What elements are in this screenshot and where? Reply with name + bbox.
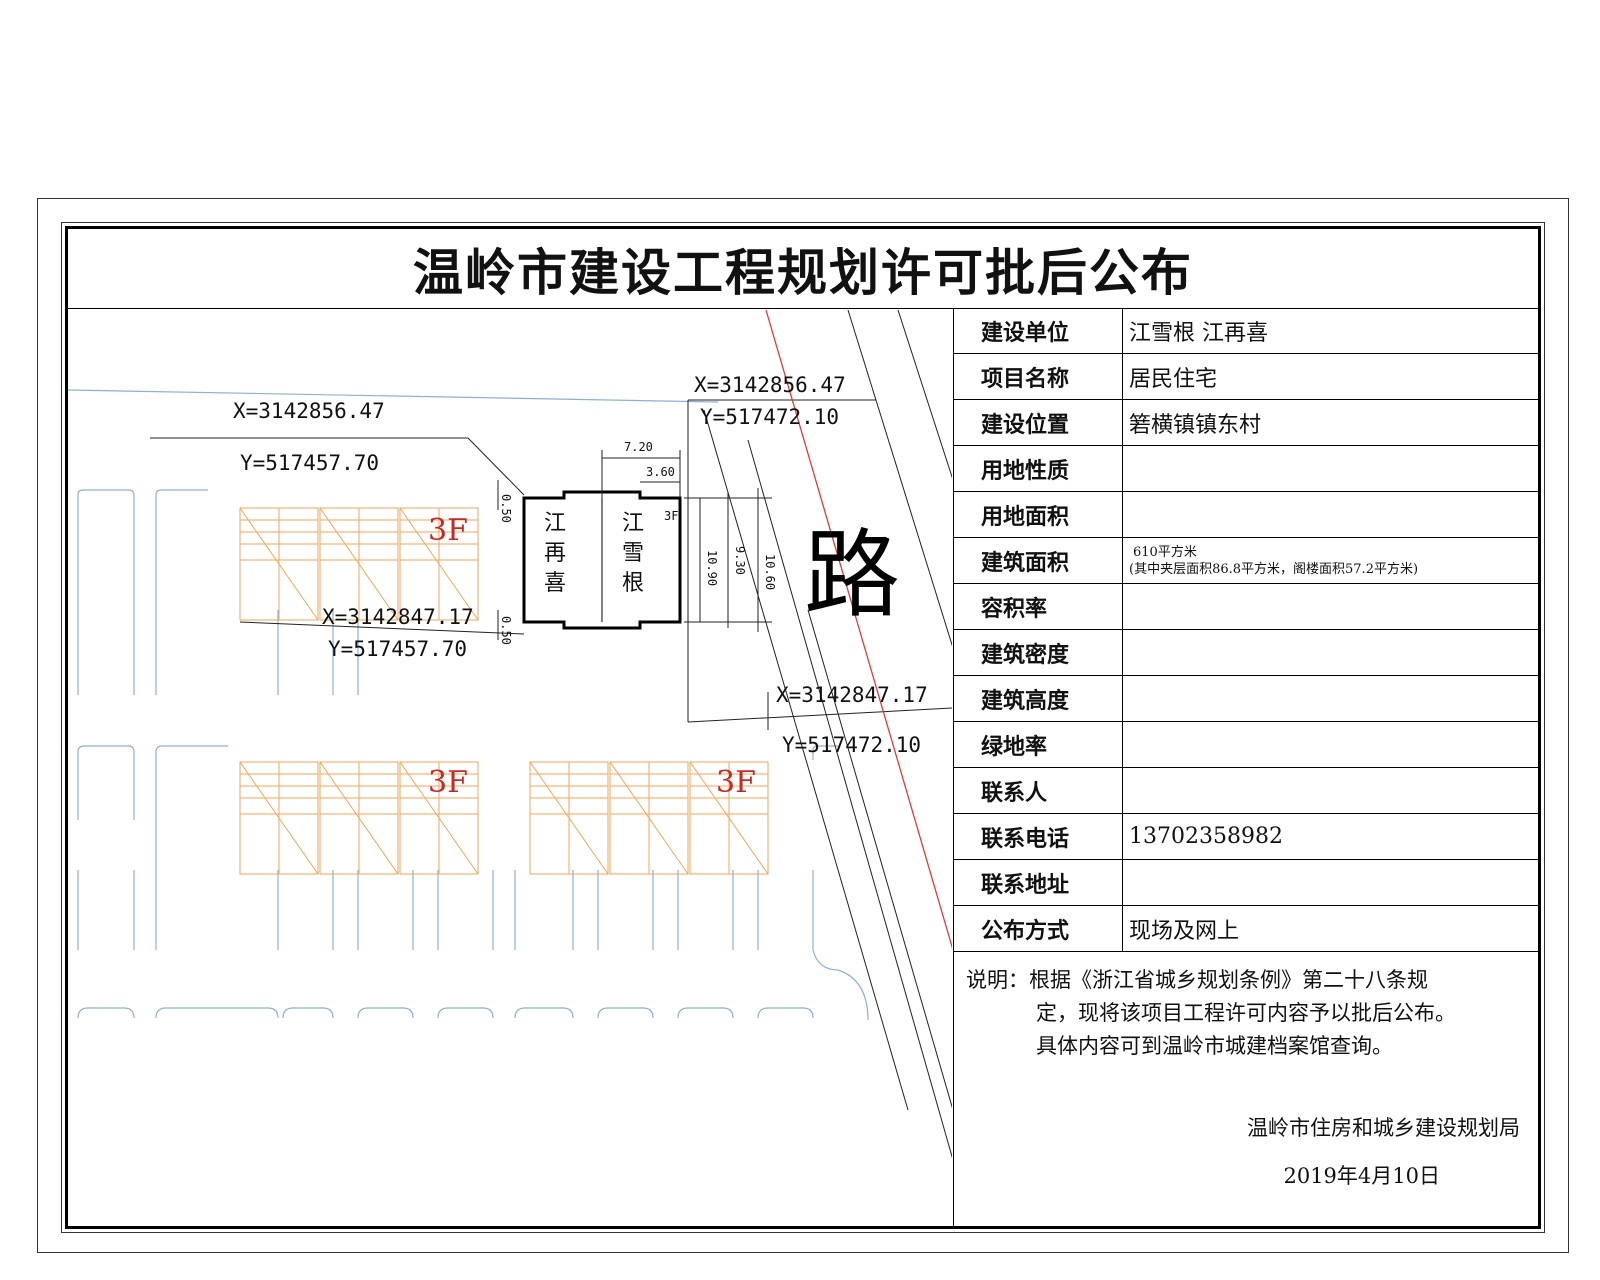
site-plan: 3F 3F 3F 7.20 3.60 3F 10.	[68, 310, 952, 1159]
issue-date: 2019年4月10日	[1283, 1164, 1440, 1188]
row-value	[1129, 446, 1534, 491]
middle-frame	[61, 222, 1545, 1233]
dimension-lines	[497, 450, 772, 640]
row-value	[1129, 676, 1534, 721]
owner-left-char-2: 再	[544, 541, 566, 566]
coord-ne-y: Y=517472.10	[700, 405, 839, 429]
row-value: 江雪根 江再喜	[1129, 320, 1268, 346]
owner-left-char-1: 江	[544, 511, 566, 536]
outer-frame	[37, 198, 1569, 1253]
explanation-note: 说明：根据《浙江省城乡规划条例》第二十八条规 定，现将该项目工程许可内容予以批后…	[966, 964, 1526, 1063]
row-value	[1129, 768, 1534, 813]
property-boundary	[150, 310, 952, 1159]
house-cluster-row1	[239, 507, 479, 621]
row-value	[1129, 492, 1534, 537]
building-area-main: 610平方米	[1133, 544, 1197, 560]
dim-gap-top: 0.50	[499, 494, 513, 523]
table-row: 建设单位 江雪根 江再喜	[953, 308, 1538, 354]
dim-width-part: 3.60	[646, 465, 675, 479]
owner-right-char-3: 根	[622, 571, 644, 596]
lot-outlines	[68, 389, 869, 1021]
dim-width-total: 7.20	[624, 440, 653, 454]
table-row: 绿地率	[953, 722, 1538, 768]
row-value: 居民住宅	[1129, 366, 1218, 392]
red-control-line	[765, 310, 952, 949]
coord-se-y: Y=517472.10	[782, 733, 921, 757]
row-label: 建筑面积	[953, 538, 1123, 583]
row-label: 容积率	[953, 584, 1123, 629]
table-row: 建筑密度	[953, 630, 1538, 676]
table-row: 建设位置 箬横镇镇东村	[953, 400, 1538, 446]
coord-nw-x: X=3142856.47	[233, 399, 385, 423]
row-label: 建筑密度	[953, 630, 1123, 675]
row-value: 13702358982	[1129, 824, 1283, 849]
row-label: 公布方式	[953, 906, 1123, 951]
row-value	[1129, 722, 1534, 767]
row-label: 联系电话	[953, 814, 1123, 859]
coord-sw-x: X=3142847.17	[322, 605, 474, 629]
building-footprint	[522, 490, 682, 630]
row-label: 用地面积	[953, 492, 1123, 537]
note-line-2: 定，现将该项目工程许可内容予以批后公布。	[1036, 1001, 1456, 1025]
table-row: 用地性质	[953, 446, 1538, 492]
row-value: 现场及网上	[1129, 918, 1240, 944]
row-label: 联系地址	[953, 860, 1123, 905]
row-label: 项目名称	[953, 354, 1123, 399]
note-line-3: 具体内容可到温岭市城建档案馆查询。	[1036, 1034, 1393, 1058]
row-value: 610平方米 (其中夹层面积86.8平方米，阁楼面积57.2平方米)	[1129, 538, 1534, 583]
dim-floors-small: 3F	[664, 509, 678, 523]
coord-se-x: X=3142847.17	[776, 683, 928, 707]
table-row: 用地面积	[953, 492, 1538, 538]
title-divider	[68, 308, 1538, 309]
page-title: 温岭市建设工程规划许可批后公布	[413, 244, 1193, 302]
table-row: 建筑面积 610平方米 (其中夹层面积86.8平方米，阁楼面积57.2平方米)	[953, 538, 1538, 584]
row-label: 绿地率	[953, 722, 1123, 767]
row-value	[1129, 630, 1534, 675]
table-row: 项目名称 居民住宅	[953, 354, 1538, 400]
dim-depth-1: 10.90	[705, 550, 719, 586]
road-label: 路	[804, 519, 900, 631]
dim-depth-2: 9.30	[733, 546, 747, 575]
coord-nw-y: Y=517457.70	[240, 451, 379, 475]
row-value	[1129, 584, 1534, 629]
floor-label-row1: 3F	[428, 513, 468, 548]
owner-left-char-3: 喜	[544, 571, 566, 596]
dim-depth-3: 10.60	[763, 554, 777, 590]
row-label: 联系人	[953, 768, 1123, 813]
row-value: 箬横镇镇东村	[1129, 412, 1262, 438]
table-row: 建筑高度	[953, 676, 1538, 722]
house-cluster-row2-left	[239, 761, 479, 875]
owner-right-char-1: 江	[622, 511, 644, 536]
building-area-sub: (其中夹层面积86.8平方米，阁楼面积57.2平方米)	[1129, 561, 1419, 577]
coord-sw-y: Y=517457.70	[328, 637, 467, 661]
row-label: 建筑高度	[953, 676, 1123, 721]
issuing-authority: 温岭市住房和城乡建设规划局	[1247, 1116, 1520, 1140]
dim-gap-bottom: 0.50	[499, 616, 513, 645]
floor-label-row2-right: 3F	[716, 765, 756, 800]
note-line-1: 说明：根据《浙江省城乡规划条例》第二十八条规	[966, 968, 1428, 992]
table-row: 容积率	[953, 584, 1538, 630]
owner-right-char-2: 雪	[622, 541, 644, 566]
row-label: 建设单位	[953, 308, 1123, 353]
row-value	[1129, 860, 1534, 905]
table-row: 联系人	[953, 768, 1538, 814]
table-row: 公布方式 现场及网上	[953, 906, 1538, 952]
coord-ne-x: X=3142856.47	[694, 373, 846, 397]
table-row: 联系地址	[953, 860, 1538, 906]
table-row: 联系电话 13702358982	[953, 814, 1538, 860]
floor-label-row2-left: 3F	[428, 765, 468, 800]
row-label: 建设位置	[953, 400, 1123, 445]
house-cluster-row2-right	[529, 761, 769, 875]
inner-frame	[65, 226, 1541, 1229]
row-label: 用地性质	[953, 446, 1123, 491]
